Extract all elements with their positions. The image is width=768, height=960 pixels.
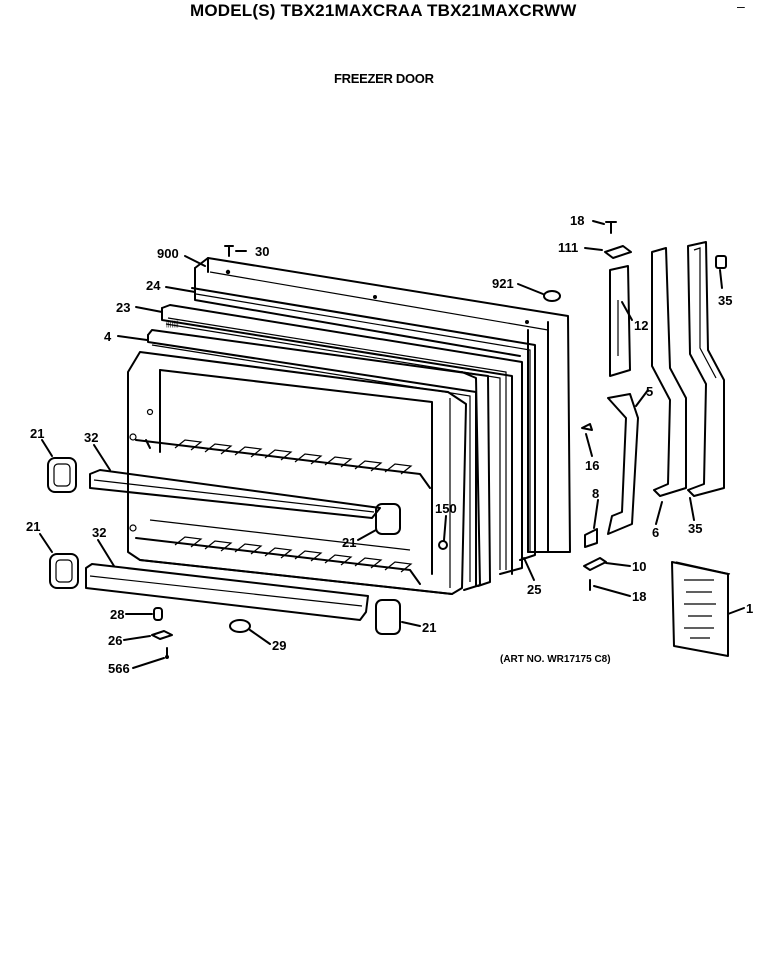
callout-21-lower-left: 21	[26, 519, 40, 534]
callout-21-middle: 21	[342, 535, 356, 550]
callout-111: 111	[558, 240, 578, 255]
callout-18-top: 18	[570, 213, 584, 228]
section-title: FREEZER DOOR	[334, 71, 434, 86]
callout-23: 23	[116, 300, 130, 315]
callout-28: 28	[110, 607, 124, 622]
breaker-strip: |||||||	[161, 304, 523, 575]
callout-32-upper: 32	[84, 430, 98, 445]
shelf-bar-upper	[89, 469, 381, 519]
callout-29: 29	[272, 638, 286, 653]
callout-21-upper-left: 21	[30, 426, 44, 441]
callout-8: 8	[592, 486, 599, 501]
callout-6: 6	[652, 525, 659, 540]
instruction-manual	[671, 561, 731, 657]
callout-16: 16	[585, 458, 599, 473]
callout-25: 25	[527, 582, 541, 597]
callout-5: 5	[646, 384, 653, 399]
callout-566: 566	[108, 661, 130, 676]
callout-4: 4	[104, 329, 112, 344]
leader-lines	[39, 220, 745, 669]
door-liner-frame	[147, 329, 491, 591]
callout-35-top: 35	[718, 293, 732, 308]
callout-30: 30	[255, 244, 269, 259]
callout-12: 12	[634, 318, 648, 333]
callout-18-bottom: 18	[632, 589, 646, 604]
svg-text:|||||||: |||||||	[166, 321, 179, 328]
callout-35-bottom: 35	[688, 521, 702, 536]
door-gasket	[191, 287, 536, 561]
callout-24: 24	[146, 278, 161, 293]
callout-150: 150	[435, 501, 457, 516]
callout-32-lower: 32	[92, 525, 106, 540]
callout-26: 26	[108, 633, 122, 648]
hinge-brackets	[604, 241, 727, 535]
model-title: MODEL(S) TBX21MAXCRAA TBX21MAXCRWW	[190, 1, 577, 20]
inner-liner	[127, 351, 467, 595]
shelf-bar-lower	[85, 563, 369, 621]
callout-labels: 18 111 900 30 921 35 24 23 12 4 5 21 32 …	[26, 213, 753, 676]
bar-end-caps	[47, 457, 401, 635]
callout-21-bottom: 21	[422, 620, 436, 635]
small-hardware	[151, 221, 617, 659]
callout-900: 900	[157, 246, 179, 261]
outer-door-panel	[194, 257, 571, 553]
callout-921: 921	[492, 276, 514, 291]
art-number: (ART NO. WR17175 C8)	[500, 654, 611, 665]
callout-1: 1	[746, 601, 753, 616]
corner-mark: –	[737, 0, 745, 14]
callout-10: 10	[632, 559, 646, 574]
